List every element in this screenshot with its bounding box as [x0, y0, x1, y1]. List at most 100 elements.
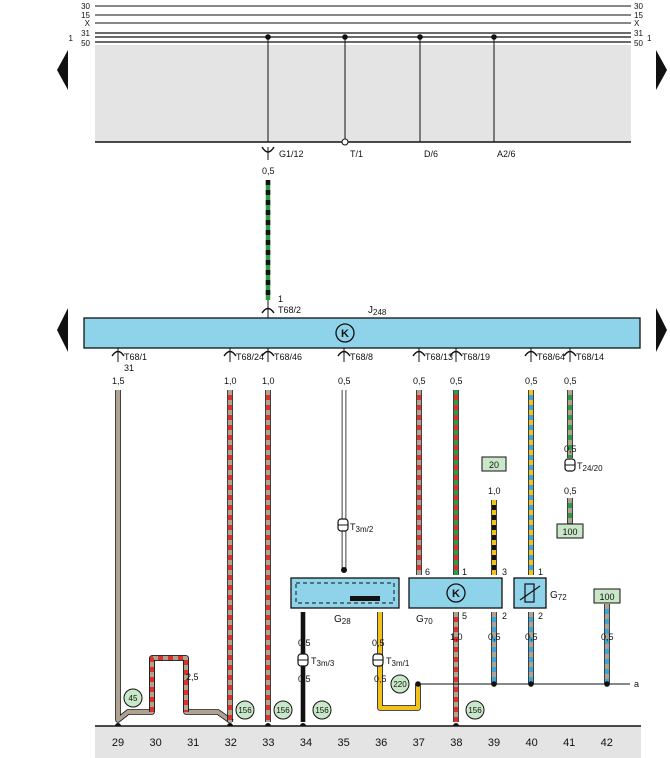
thermistor-icon — [524, 583, 535, 603]
wire-size-label: 1,5 — [112, 376, 125, 386]
pin-label: T68/64 — [537, 352, 565, 362]
wire-size-label: 0,5 — [564, 486, 577, 496]
module-pin: T68/241,0 — [223, 348, 264, 386]
wire-size-label: 0,5 — [298, 674, 311, 684]
reference-circle-label: 156 — [276, 706, 290, 715]
scale-number: 29 — [112, 737, 124, 749]
k-symbol-icon: K — [341, 328, 349, 340]
bottom-scale-bar — [95, 726, 641, 758]
pin-number: 5 — [462, 611, 467, 621]
wire-size-label: 0,5 — [564, 376, 577, 386]
wire-size-label: 0,5 — [374, 674, 387, 684]
scale-number: 36 — [375, 737, 387, 749]
wire-size-labels: 1,0 0,5 0,5 0,5 0,5 0,5 0,5 1,0 0,5 0,5 … — [186, 444, 614, 684]
wires — [115, 390, 630, 729]
scale-number: 38 — [450, 737, 462, 749]
connector-t3m3: T3m/3 — [297, 653, 335, 668]
connector-label: T3m/2 — [350, 522, 374, 534]
next-page-arrow-icon[interactable] — [656, 308, 667, 352]
connector-t3m2: T3m/2 — [337, 518, 374, 534]
bus-labels-right: 30 15 X 31 50 1 — [634, 2, 652, 48]
module-pin: T68/640,5 — [524, 348, 565, 386]
scale-number: 42 — [601, 737, 613, 749]
next-page-arrow-icon[interactable] — [656, 50, 667, 90]
ref-box-label: 100 — [599, 592, 614, 602]
bus-label: 31 — [81, 29, 90, 38]
bus-label: X — [634, 19, 640, 28]
k-symbol-icon: K — [452, 588, 460, 600]
scale-number: 32 — [225, 737, 237, 749]
component-label: G72 — [550, 590, 567, 602]
pin-number: 6 — [425, 567, 430, 577]
wire — [149, 655, 189, 712]
module-name: J248 — [368, 305, 387, 317]
reference-circle: 156 — [235, 700, 255, 720]
connector-label: T3m/3 — [311, 656, 335, 668]
bus-label: 50 — [81, 39, 90, 48]
k-symbol-icon — [335, 323, 355, 343]
pin-label: T68/8 — [350, 352, 373, 362]
component-label: G70 — [416, 614, 433, 626]
component-g72: 1 2 G72 — [513, 567, 567, 621]
component-label: G28 — [334, 614, 351, 626]
pin-number: 2 — [538, 611, 543, 621]
scale-number: 40 — [525, 737, 537, 749]
reference-circle-label: 156 — [468, 706, 482, 715]
component-g70: K 6 1 3 5 2 G70 — [408, 567, 507, 626]
bus-labels-left: 30 15 X 31 50 1 — [69, 2, 91, 48]
wire-size-label: 0,5 — [450, 376, 463, 386]
scale-number: 31 — [187, 737, 199, 749]
bus-label: 50 — [634, 39, 643, 48]
wire-size-label: 0,5 — [298, 638, 311, 648]
ref-box-label: 100 — [562, 527, 577, 537]
wire-size-label: 0,5 — [564, 444, 577, 454]
bus-label: 15 — [634, 11, 643, 20]
scale-number: 39 — [488, 737, 500, 749]
pin-number: 1 — [462, 567, 467, 577]
reference-circle-label: 220 — [393, 680, 407, 689]
k-symbol-icon — [446, 583, 466, 603]
scale-number: 41 — [563, 737, 575, 749]
pin-label: T68/19 — [462, 352, 490, 362]
ref-box-100: 100 — [593, 588, 621, 604]
connector-t24-20: T24/20 — [564, 458, 603, 473]
module-pin: T68/130,5 — [412, 348, 453, 386]
bus-marker: 1 — [69, 34, 74, 43]
wire-size-label: 0,5 — [525, 632, 538, 642]
wire-size-label: 0,5 — [338, 376, 351, 386]
prev-page-arrow-icon[interactable] — [57, 308, 68, 352]
connector-label: T24/20 — [577, 461, 603, 473]
wire-size-label: 0,5 — [601, 632, 614, 642]
bus-lines — [95, 5, 631, 143]
wire — [115, 390, 234, 725]
wire-size-label: 1,0 — [488, 486, 501, 496]
bus-marker: 1 — [647, 34, 652, 43]
ref-box-label: 20 — [489, 460, 499, 470]
ref-box-100: 100 — [556, 523, 584, 539]
pin-label: T68/46 — [274, 352, 302, 362]
connector-label: T3m/1 — [386, 656, 410, 668]
module-pin: T68/8 0,5 — [337, 348, 373, 386]
connector-label: G1/12 — [279, 149, 304, 159]
module-pins: T68/1311,5T68/241,0T68/461,0T68/80,5T68/… — [111, 348, 604, 386]
pin-label: T68/24 — [236, 352, 264, 362]
module-pin: T68/461,0 — [261, 348, 302, 386]
pin-extra-label: 31 — [124, 363, 134, 373]
reference-circle-label: 156 — [238, 706, 252, 715]
reference-circle: 156 — [273, 700, 293, 720]
wire-size-label: 0,5 — [413, 376, 426, 386]
scale-number: 35 — [337, 737, 349, 749]
wire-size-label: 0,5 — [262, 166, 275, 176]
wire-size-label: 1,0 — [450, 632, 463, 642]
connector-label: D/6 — [424, 149, 438, 159]
reference-circle: 156 — [465, 700, 485, 720]
top-drop-wires — [265, 34, 497, 146]
component-g28: G28 — [290, 577, 400, 626]
scale-number: 33 — [262, 737, 274, 749]
prev-page-arrow-icon[interactable] — [57, 50, 68, 90]
